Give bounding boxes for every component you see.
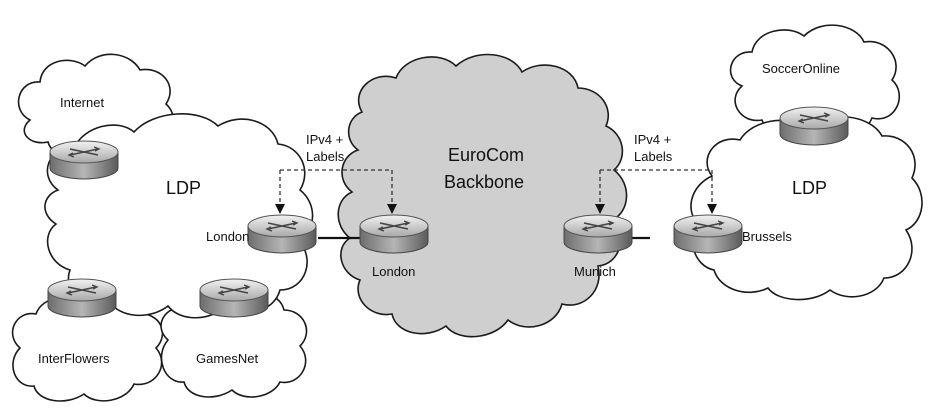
router-munich-pe [563, 214, 633, 254]
router-gamesnet [199, 278, 269, 318]
dashed-right [599, 169, 713, 208]
router-internet [49, 140, 119, 180]
arrow-left-pe [387, 204, 397, 214]
left-annotation-line2: Labels [306, 149, 345, 164]
router-soccer [779, 106, 849, 146]
london-pe-label: London [372, 264, 415, 279]
dashed-left [279, 169, 393, 208]
interflowers-label: InterFlowers [38, 351, 110, 366]
arrow-right-ce [707, 204, 717, 214]
router-london-ce [247, 214, 317, 254]
router-brussels-ce [673, 214, 743, 254]
arrow-left-ce [275, 204, 285, 214]
left-ldp-label: LDP [166, 178, 201, 198]
right-annotation-line1: IPv4 + [634, 132, 671, 147]
brussels-ce-label: Brussels [742, 229, 792, 244]
left-annotation-line1: IPv4 + [306, 132, 343, 147]
router-interflowers [47, 278, 117, 318]
backbone-cloud [337, 53, 628, 338]
gamesnet-label: GamesNet [196, 351, 259, 366]
london-ce-label: London [206, 229, 249, 244]
arrow-right-pe [595, 204, 605, 214]
backbone-label-line1: EuroCom [448, 145, 524, 165]
interflowers-cloud [11, 295, 164, 402]
right-annotation-line2: Labels [634, 149, 673, 164]
backbone-label-line2: Backbone [444, 172, 524, 192]
right-ldp-label: LDP [792, 178, 827, 198]
munich-pe-label: Munich [574, 264, 616, 279]
router-london-pe [359, 214, 429, 254]
soccer-label: SoccerOnline [762, 61, 840, 76]
internet-label: Internet [60, 95, 104, 110]
